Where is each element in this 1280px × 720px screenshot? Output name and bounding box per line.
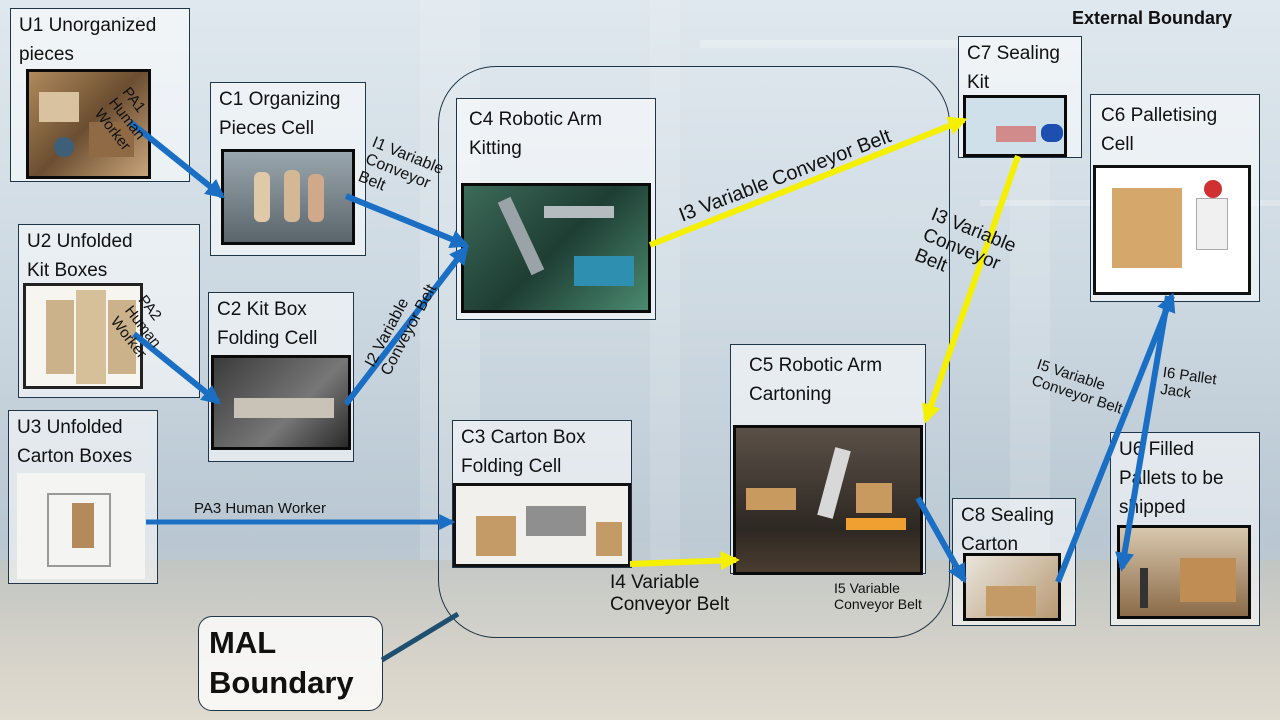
organizing-pieces-image xyxy=(221,149,355,245)
robotic-arm-cartoning-image xyxy=(733,425,923,575)
node-c7-title: C7 Sealing Kit xyxy=(967,43,1060,93)
edge-i5-right-arrow xyxy=(1055,292,1176,584)
node-c6-palletising-cell[interactable]: C6 Palletising Cell xyxy=(1090,94,1260,302)
unfolded-kit-box-image xyxy=(23,283,143,389)
edge-i6-arrow xyxy=(1115,295,1171,572)
node-c1-organizing-pieces-cell[interactable]: C1 Organizing Pieces Cell xyxy=(210,82,366,256)
palletising-image xyxy=(1093,165,1251,295)
edge-pa2-arrow xyxy=(132,331,221,405)
node-c6-title: C6 Palletising Cell xyxy=(1101,105,1218,155)
external-boundary-label: External Boundary xyxy=(1072,8,1233,28)
edge-label-i4: I4 Variable Conveyor Belt xyxy=(610,572,730,615)
node-c4-title: C4 Robotic Arm Kitting xyxy=(469,109,603,159)
edge-i2-arrow xyxy=(343,244,469,406)
node-c5-robotic-arm-cartoning[interactable]: C5 Robotic Arm Cartoning xyxy=(730,344,926,575)
node-u3-unfolded-carton-boxes[interactable]: U3 Unfolded Carton Boxes xyxy=(8,410,158,584)
unfolded-carton-image xyxy=(17,473,145,579)
node-c4-robotic-arm-kitting[interactable]: C4 Robotic Arm Kitting xyxy=(456,98,656,320)
node-u2-unfolded-kit-boxes[interactable]: U2 Unfolded Kit Boxes xyxy=(18,224,200,398)
edge-i3-right-arrow xyxy=(921,155,1021,424)
node-c2-kit-box-folding-cell[interactable]: C2 Kit Box Folding Cell xyxy=(208,292,354,462)
edge-pa1-arrow xyxy=(128,119,225,199)
node-c7-sealing-kit[interactable]: C7 Sealing Kit xyxy=(958,36,1082,158)
node-u1-title: U1 Unorganized pieces xyxy=(19,15,157,65)
sealing-carton-image xyxy=(963,553,1061,621)
carton-box-folding-image xyxy=(453,483,631,567)
edge-label-i5-bottom: I5 Variable Conveyor Belt xyxy=(834,580,922,613)
mal-boundary-connector xyxy=(380,611,460,663)
edge-i1-arrow xyxy=(344,193,470,249)
node-c1-title: C1 Organizing Pieces Cell xyxy=(219,89,341,139)
edge-i5-bottom-arrow xyxy=(915,496,967,584)
filled-pallets-image xyxy=(1117,525,1251,619)
node-u2-title: U2 Unfolded Kit Boxes xyxy=(27,231,133,281)
node-c2-title: C2 Kit Box Folding Cell xyxy=(217,299,318,349)
robotic-arm-kitting-image xyxy=(461,183,651,313)
node-c3-carton-box-folding-cell[interactable]: C3 Carton Box Folding Cell xyxy=(452,420,632,568)
edge-i4-arrow xyxy=(629,550,740,571)
node-c3-title: C3 Carton Box Folding Cell xyxy=(461,427,586,477)
node-c5-title: C5 Robotic Arm Cartoning xyxy=(749,355,883,405)
node-c8-sealing-carton[interactable]: C8 Sealing Carton xyxy=(952,498,1076,626)
node-c8-title: C8 Sealing Carton xyxy=(961,505,1054,555)
edge-label-pa3: PA3 Human Worker xyxy=(194,500,326,517)
sealing-kit-image xyxy=(963,95,1067,157)
node-u3-title: U3 Unfolded Carton Boxes xyxy=(17,417,133,467)
mal-boundary-text: MAL Boundary xyxy=(209,625,354,700)
kit-box-folding-image xyxy=(211,355,351,450)
edge-i3-top-arrow xyxy=(648,116,968,248)
mal-boundary-label: MAL Boundary xyxy=(198,616,383,711)
